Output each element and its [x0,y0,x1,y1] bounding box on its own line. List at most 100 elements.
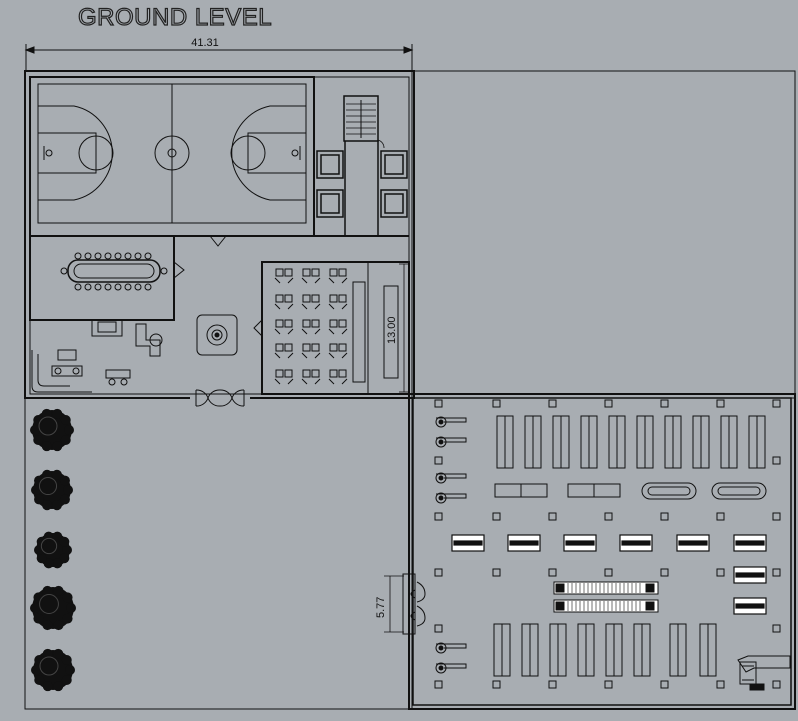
counter [733,566,767,584]
drawing-title: GROUND LEVEL [77,3,273,31]
stall-table [577,623,595,677]
corner-counter [737,655,791,673]
stall-table [521,623,539,677]
entrance-width-dimension [384,575,404,633]
column [604,399,613,408]
market-hall-inner-wall [412,397,792,706]
column [434,624,443,633]
market-hall-outline [408,393,796,710]
stall-table [608,415,626,469]
counter [619,534,653,552]
empty-lot [411,70,796,399]
desk-pair [301,343,321,359]
vendor-stall [435,492,467,504]
desk-pair [301,319,321,335]
classroom-depth-label: 13.00 [386,316,398,344]
stall-table [605,623,623,677]
desk-pair [328,369,348,385]
column [660,680,669,689]
garden-trees [30,408,76,692]
vendor-stall [435,472,467,484]
corner-sign [749,683,765,691]
corner-stair [739,661,757,685]
stall-table [524,415,542,469]
tree-icon [31,648,75,692]
stall-table [669,623,687,677]
tree-icon [30,585,76,631]
column [434,680,443,689]
desk-pair [274,369,294,385]
column [434,568,443,577]
desk-pair [328,268,348,284]
counter [676,534,710,552]
column [604,568,613,577]
column [604,512,613,521]
column [772,624,781,633]
column [548,512,557,521]
column [716,568,725,577]
column [660,568,669,577]
vendor-stall [435,662,467,674]
booth [711,482,767,500]
market-hall [402,399,791,691]
counter [507,534,541,552]
stall-table [748,415,766,469]
tree-icon [30,408,74,452]
basketball-court [29,76,315,237]
counter [563,534,597,552]
vendor-stall [435,416,467,428]
counter [733,597,767,615]
desk-pair [328,319,348,335]
entrance-doors-west[interactable] [402,573,426,635]
stair-core [313,77,409,237]
classroom [261,261,410,395]
column [660,399,669,408]
main-entrance[interactable] [190,389,250,407]
stall-table [552,415,570,469]
overall-width-label: 41.31 [191,37,219,49]
column [492,568,501,577]
column [434,399,443,408]
desk-pair [301,268,321,284]
lobby [30,314,263,393]
column [716,512,725,521]
desk-pair [301,294,321,310]
desk-pair [274,319,294,335]
boardroom [29,235,260,321]
column [434,512,443,521]
stall-table [692,415,710,469]
desk-pair [328,294,348,310]
desk-pair [328,343,348,359]
stall-table [633,623,651,677]
desk-pair [274,268,294,284]
column [548,680,557,689]
column [548,568,557,577]
column [492,512,501,521]
desk-pair [274,343,294,359]
column [548,399,557,408]
column [772,568,781,577]
stall-table [664,415,682,469]
tree-icon [34,531,72,569]
overall-width-dimension [24,44,414,70]
escalators [553,581,659,613]
stall-table [699,623,717,677]
long-table [567,483,621,498]
garden-area [24,397,413,710]
vendor-stall [435,436,467,448]
column [772,399,781,408]
long-table [494,483,548,498]
column [772,680,781,689]
stall-table [636,415,654,469]
counter [451,534,485,552]
booth [641,482,697,500]
column [492,399,501,408]
desk-pair [301,369,321,385]
stall-table [720,415,738,469]
column [604,680,613,689]
column [492,680,501,689]
stall-table [580,415,598,469]
column [772,456,781,465]
building-outline [24,70,415,399]
